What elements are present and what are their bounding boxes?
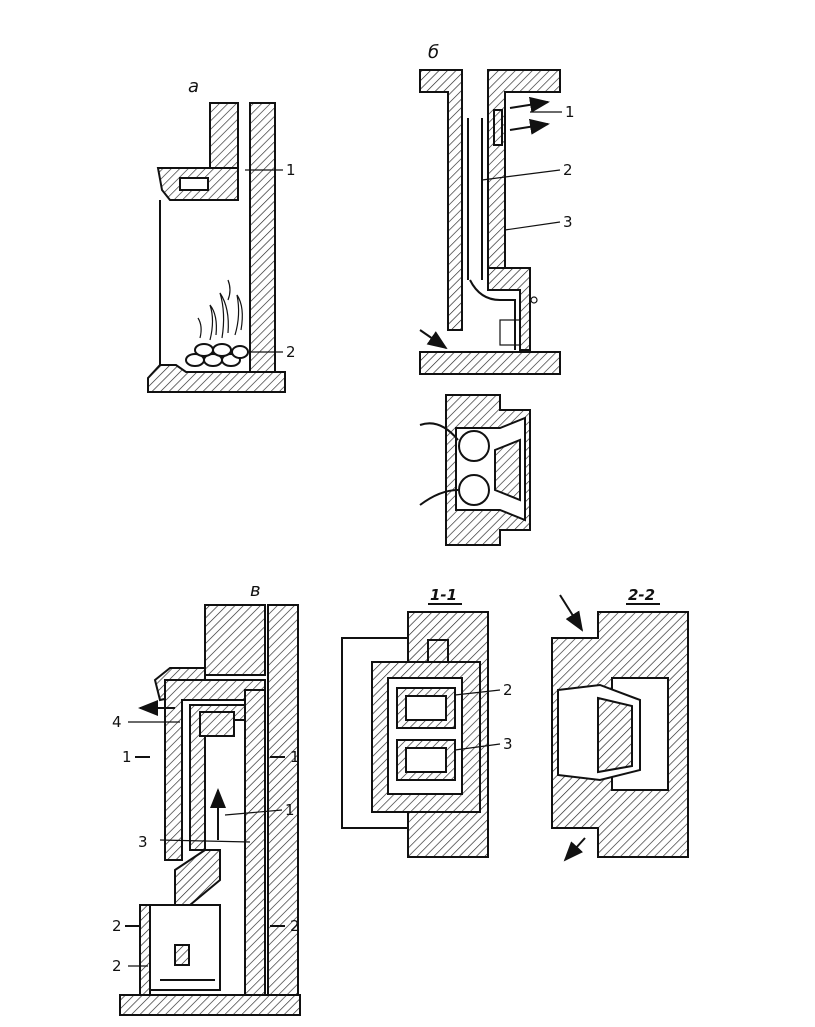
b-callout-3: 3: [563, 213, 573, 231]
section-2-2-label: 2-2: [628, 586, 655, 604]
outer-right-wall: [267, 604, 299, 996]
plan-pipe-bottom: [458, 474, 490, 506]
floor: [147, 364, 286, 393]
section-1-1-label: 1-1: [430, 586, 457, 604]
b-callout-2: 2: [563, 161, 573, 179]
v-callout-4: 4: [112, 713, 122, 731]
callout-1: 1: [286, 161, 296, 179]
chimney-wall-left: [209, 102, 239, 173]
panel-b-plan: [419, 394, 531, 546]
s22-arrow-top: [559, 594, 584, 632]
left-wall: [419, 69, 463, 331]
v-callout-1: 1: [285, 801, 295, 819]
air-out-arrow-2: [509, 118, 550, 135]
section-2-2: 2-2: [551, 586, 689, 862]
section-1-1: 1-1 2 3: [341, 586, 513, 858]
panel-a: а 1 2: [147, 76, 296, 393]
v-callout-3: 3: [138, 833, 148, 851]
stack: [204, 604, 266, 676]
s11-callout-2: 2: [503, 681, 513, 699]
grille: [493, 109, 503, 146]
floor-b: [419, 351, 561, 375]
stove-handle: [530, 296, 538, 304]
b-callout-line-3: [504, 221, 561, 231]
s11-callout-3: 3: [503, 735, 513, 753]
back-wall: [249, 102, 276, 373]
section-mark-2-right: 2: [290, 917, 300, 935]
plan-grate: [494, 438, 521, 502]
firebox-front: [139, 904, 151, 996]
damper-opening: [179, 177, 209, 191]
v-callout-line-3: [159, 839, 251, 843]
logs: [185, 343, 249, 367]
section-mark-2-left: 2: [112, 917, 122, 935]
s11-callout-line-2: [454, 689, 501, 696]
section-mark-1-left: 1: [122, 748, 132, 766]
stove-top: [487, 267, 531, 351]
s22-grate: [597, 696, 633, 774]
plan-air-bottom: [419, 489, 459, 506]
right-wall: [487, 69, 561, 271]
section-mark-1-right: 1: [290, 748, 300, 766]
grate: [174, 944, 190, 966]
v-callout-line-1: [224, 809, 283, 816]
floor-v: [119, 994, 301, 1016]
air-in-arrow: [419, 329, 448, 350]
callout-2: 2: [286, 343, 296, 361]
s11-top-grille: [427, 639, 449, 663]
flames: [197, 279, 243, 341]
panel-b: б 1 2 3: [419, 42, 575, 375]
panel-a-label: а: [188, 76, 199, 97]
b-callout-line-2: [481, 169, 561, 181]
b-callout-1: 1: [565, 103, 575, 121]
air-out-arrow-1: [509, 96, 550, 113]
plan-air-top: [419, 422, 459, 441]
stove-curve: [469, 279, 516, 350]
panel-v-label: в: [250, 580, 261, 601]
v-callout-2: 2: [112, 957, 122, 975]
s11-lower-grille: [405, 747, 447, 773]
panel-b-label: б: [428, 42, 439, 63]
top-grille: [199, 711, 235, 737]
stove-door: [499, 319, 521, 346]
plan-pipe-top: [458, 430, 490, 462]
s22-arrow-bottom: [563, 837, 586, 862]
s11-callout-line-3: [454, 743, 501, 751]
s11-upper-grille: [405, 695, 447, 721]
panel-v: в 4 1 3 2 1: [112, 580, 301, 1016]
